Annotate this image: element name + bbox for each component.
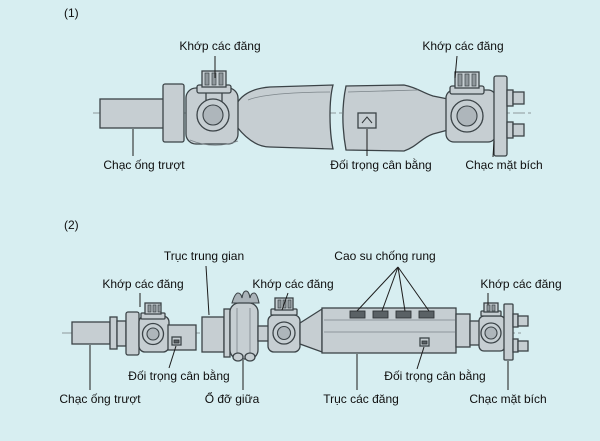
figure2-label-sleeve-yoke: Chạc ống trượt	[59, 392, 141, 406]
figure1-label-balance-weight: Đối trọng cân bằng	[330, 158, 432, 172]
damper-rubber-pad	[395, 310, 412, 319]
flange-yoke	[493, 75, 525, 157]
universal-joint-left	[185, 70, 239, 146]
front-tube	[167, 324, 197, 351]
figure2-label-ujoint-left: Khớp các đăng	[102, 277, 184, 291]
figure1-label-sleeve-yoke: Chạc ống trượt	[103, 158, 185, 172]
joint-cap	[483, 302, 499, 313]
sleeve-yoke-shaft	[71, 311, 140, 356]
figure2-leader-lines	[89, 265, 509, 390]
figure2-label-center-bearing: Ổ đỡ giữa	[204, 392, 260, 406]
shaft-tube-right	[342, 84, 449, 152]
bolt-washer	[506, 121, 514, 139]
bearing-rubber-mount	[231, 290, 260, 304]
bolt-head	[517, 315, 529, 327]
universal-joint-right	[478, 302, 506, 352]
figure2-drawing	[62, 265, 529, 390]
figure1-leader-lines	[132, 55, 495, 158]
bolt-washer	[512, 338, 519, 353]
bolt-head	[517, 340, 529, 352]
figure2-label-ujoint-right: Khớp các đăng	[480, 277, 562, 291]
bolt-head	[512, 91, 525, 105]
damper-rubber-pad	[418, 310, 435, 319]
damper-rubber-pad	[372, 310, 389, 319]
figure1-label-flange-yoke: Chạc mặt bích	[465, 158, 543, 172]
figure2-label-intermediate-shaft: Trục trung gian	[163, 249, 245, 263]
balance-weight	[357, 112, 377, 129]
figure1-label-ujoint-right: Khớp các đăng	[422, 39, 504, 53]
damper-rubber-pad	[349, 310, 366, 319]
universal-joint-middle	[257, 297, 301, 353]
figure1-index: (1)	[64, 6, 79, 20]
shaft-tube-left	[236, 84, 334, 150]
figure2-index: (2)	[64, 218, 79, 232]
figure2-label-flange-yoke: Chạc mặt bích	[469, 392, 547, 406]
propeller-shaft-tube	[299, 307, 482, 354]
flange-yoke	[503, 303, 529, 361]
universal-joint-left	[138, 302, 170, 353]
bolt-head	[512, 123, 525, 137]
bolt-washer	[506, 89, 514, 107]
intermediate-shaft	[201, 316, 225, 353]
figure2-label-balance-weight-right: Đối trọng cân bằng	[384, 369, 486, 383]
figure1-label-ujoint-left: Khớp các đăng	[179, 39, 261, 53]
bolt-washer	[512, 313, 519, 328]
figure2-label-balance-weight-left: Đối trọng cân bằng	[128, 369, 230, 383]
sleeve-yoke-shaft	[99, 83, 185, 143]
damper-rubber-fan-lines	[356, 266, 430, 312]
figure2-label-propeller-shaft: Trục các đăng	[323, 392, 399, 406]
figure1-drawing	[93, 55, 532, 158]
figure2-label-damper-rubber: Cao su chống rung	[334, 249, 436, 263]
universal-joint-right	[445, 71, 497, 143]
center-bearing	[223, 290, 260, 362]
figure2-label-ujoint-middle: Khớp các đăng	[252, 277, 334, 291]
